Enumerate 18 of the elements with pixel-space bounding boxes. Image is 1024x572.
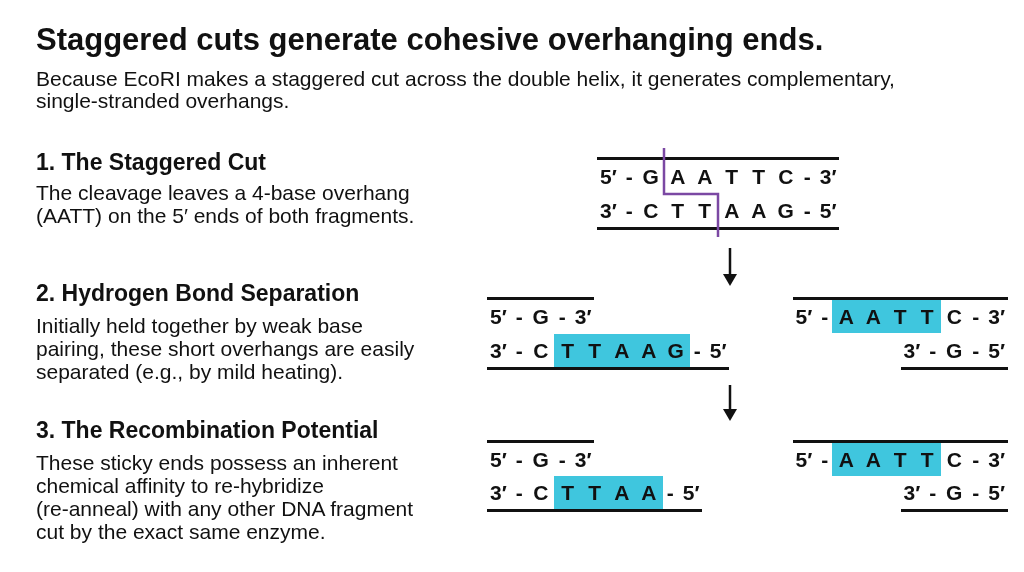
dna-sequence: 5′ - A A T T C - 3′ (795, 443, 1005, 476)
dna-sequence: 5′ - G - 3′ (490, 304, 592, 330)
dna-sequence: 3′ - G - 5′ (903, 480, 1005, 506)
dna-sequence: 3′ - C T T A A G - 5′ (490, 334, 727, 367)
step-description: Initially held together by weak base pairing, these short overhangs are easily separated (e.g., by mild heating). (36, 314, 416, 383)
dna-sequence: 3′ - C T T A A - 5′ (490, 476, 700, 509)
diagram-title: Staggered cuts generate cohesive overhanging ends. (36, 22, 824, 58)
step-heading: 1. The Staggered Cut (36, 148, 267, 176)
dna-sequence: 5′ - A A T T C - 3′ (795, 300, 1005, 333)
dna-sequence: 3′ - G - 5′ (903, 338, 1005, 364)
step-description: These sticky ends possess an inherent chemical affinity to re-hybridize (re-anneal) with any other DNA fragment cut by the exact same enzyme. (36, 451, 415, 543)
dna-sequence: 5′ - G A A T T C - 3′ (600, 164, 837, 190)
step-heading: 2. Hydrogen Bond Separation (36, 279, 360, 307)
intro-text: Because EcoRI makes a staggered cut across the double helix, it generates complementary, single-stranded overhangs. (36, 68, 896, 112)
step-description: The cleavage leaves a 4-base overhang (AATT) on the 5′ ends of both fragments. (36, 181, 416, 227)
dna-sequence: 3′ - C T T A A G - 5′ (600, 198, 837, 224)
dna-sequence: 5′ - G - 3′ (490, 447, 592, 473)
step-heading: 3. The Recombination Potential (36, 416, 379, 444)
